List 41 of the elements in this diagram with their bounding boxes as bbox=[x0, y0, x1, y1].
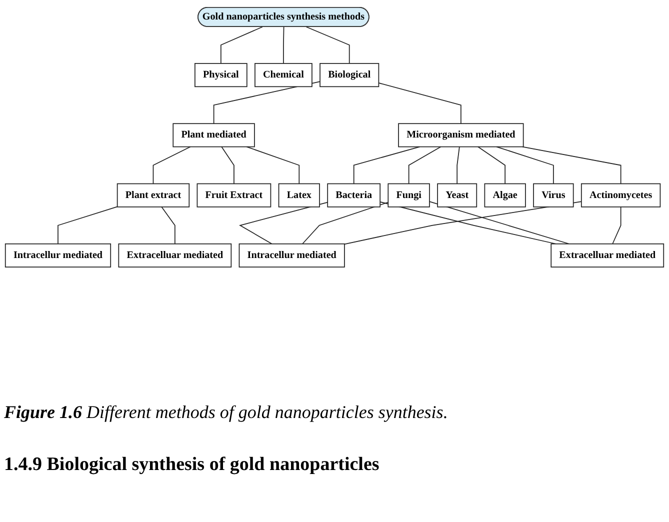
node-box: Plant extract bbox=[116, 183, 190, 208]
node-box: Chemical bbox=[254, 63, 312, 88]
node-box: Yeast bbox=[437, 183, 478, 208]
connector bbox=[456, 146, 460, 184]
connector bbox=[344, 201, 582, 245]
connector bbox=[161, 206, 176, 244]
connector bbox=[378, 82, 462, 124]
node-box: Extracelluar mediated bbox=[118, 243, 232, 268]
node-box: Latex bbox=[278, 183, 320, 208]
connector bbox=[238, 202, 328, 244]
node-box: Fruit Extract bbox=[196, 183, 272, 208]
connector bbox=[353, 146, 420, 184]
node-box: Microorganism mediated bbox=[398, 123, 524, 148]
connector bbox=[408, 146, 442, 184]
connector bbox=[429, 201, 570, 244]
node-box: Bacteria bbox=[327, 183, 381, 208]
connector bbox=[478, 146, 506, 184]
node-box: Extracelluar mediated bbox=[550, 243, 664, 268]
connector bbox=[612, 206, 622, 244]
node-box: Algae bbox=[484, 183, 526, 208]
connector bbox=[302, 202, 389, 244]
figure-caption: Figure 1.6 Different methods of gold nanoparticles synthesis. bbox=[4, 402, 448, 423]
connector bbox=[152, 146, 191, 184]
connector bbox=[522, 146, 622, 184]
connector bbox=[220, 26, 263, 64]
node-box: Virus bbox=[533, 183, 574, 208]
node-box: Biological bbox=[320, 63, 380, 88]
connector bbox=[58, 206, 118, 244]
node-box: Fungi bbox=[388, 183, 430, 208]
connector bbox=[246, 146, 300, 184]
connector bbox=[283, 26, 284, 64]
node-box: Intracellur mediated bbox=[238, 243, 345, 268]
connector bbox=[221, 146, 234, 184]
connector bbox=[380, 201, 556, 244]
node-box: Intracellur mediated bbox=[4, 243, 112, 268]
connector bbox=[496, 146, 554, 184]
node-box: Plant mediated bbox=[172, 123, 255, 148]
node-box: Actinomycetes bbox=[580, 183, 661, 208]
node-box: Physical bbox=[194, 63, 248, 88]
section-heading: 1.4.9 Biological synthesis of gold nanoparticles bbox=[4, 454, 380, 476]
connector bbox=[306, 26, 350, 64]
